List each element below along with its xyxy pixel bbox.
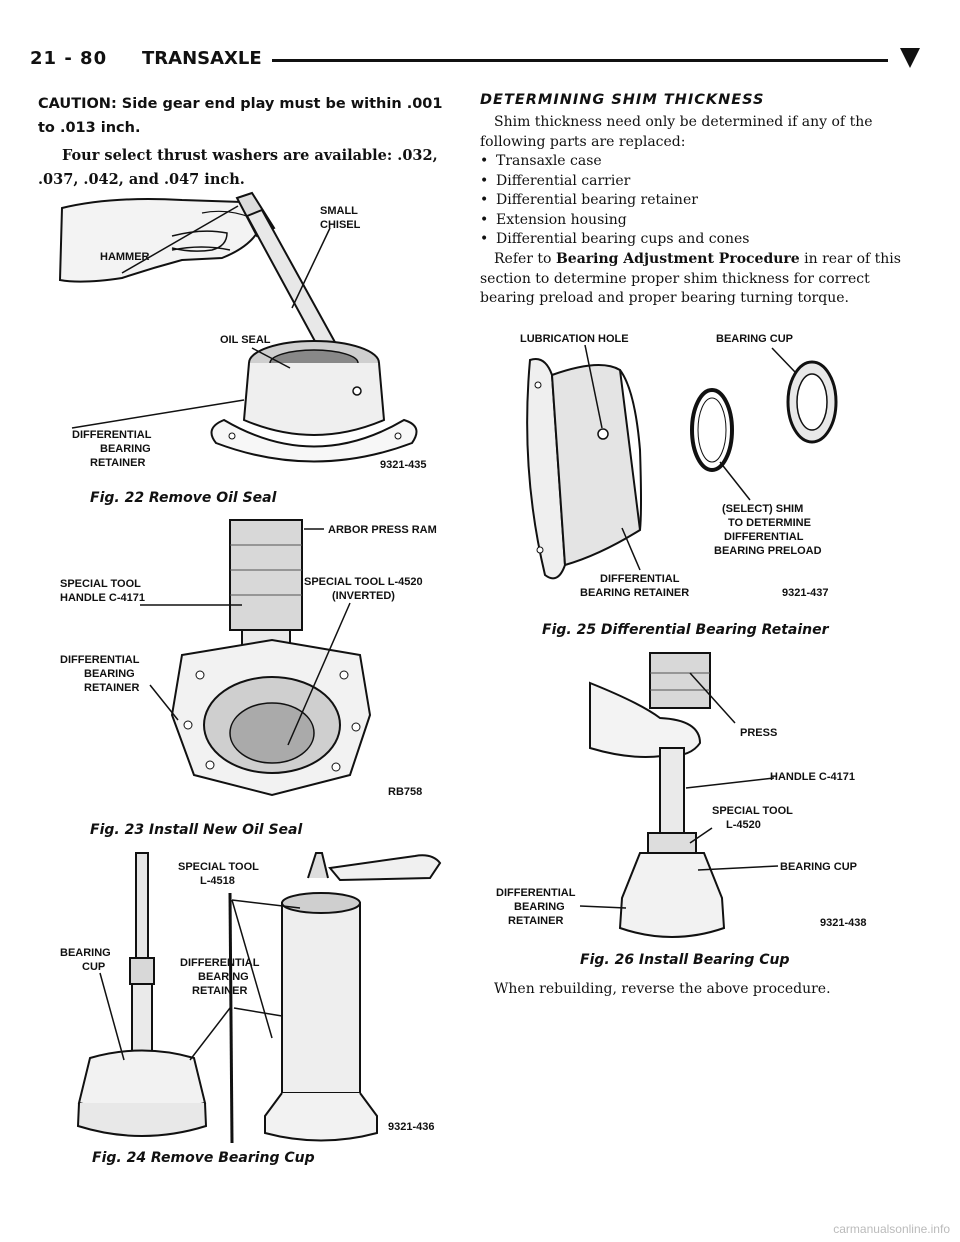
- figure-24-remove-bearing-cup: SPECIAL TOOL L-4518 BEARING CUP DIFFEREN…: [60, 848, 455, 1143]
- figure-23-install-new-oil-seal: ARBOR PRESS RAM SPECIAL TOOL HANDLE C-41…: [60, 515, 455, 805]
- figure-26-install-bearing-cup: PRESS HANDLE C-4171 SPECIAL TOOL L-4520 …: [490, 648, 910, 943]
- figure-24-caption: Fig. 24 Remove Bearing Cup: [92, 1150, 315, 1166]
- figure-26-caption: Fig. 26 Install Bearing Cup: [580, 952, 790, 968]
- label-arbor-press-ram: ARBOR PRESS RAM: [328, 524, 437, 536]
- bearing-cup-removal-illustration: SPECIAL TOOL L-4518 BEARING CUP DIFFEREN…: [60, 852, 442, 1143]
- label-bearing-2: BEARING: [198, 971, 249, 983]
- section-heading: DETERMINING SHIM THICKNESS: [480, 92, 765, 108]
- label-bearing: BEARING: [60, 947, 111, 959]
- label-retainer: RETAINER: [508, 915, 563, 927]
- label-handle-c4171: HANDLE C-4171: [60, 592, 145, 604]
- label-bearing-cup: BEARING CUP: [780, 861, 857, 873]
- label-figure-code: 9321-438: [820, 917, 867, 929]
- label-bearing-preload: BEARING PRELOAD: [714, 545, 822, 557]
- label-special-tool: SPECIAL TOOL: [60, 578, 141, 590]
- label-l4518: L-4518: [200, 875, 235, 887]
- list-item: •Differential carrier: [480, 172, 631, 189]
- chrysler-pentastar-icon: [900, 48, 920, 68]
- label-chisel: CHISEL: [320, 219, 361, 231]
- list-item: •Differential bearing retainer: [480, 192, 698, 208]
- label-oil-seal: OIL SEAL: [220, 334, 271, 346]
- list-item: •Differential bearing cups and cones: [480, 231, 750, 247]
- bearing-cup-install-illustration: PRESS HANDLE C-4171 SPECIAL TOOL L-4520 …: [496, 652, 867, 938]
- label-press: PRESS: [740, 727, 777, 739]
- label-retainer: RETAINER: [84, 682, 139, 694]
- bearing-adjustment-reference: Bearing Adjustment Procedure: [555, 251, 800, 267]
- label-inverted: (INVERTED): [332, 590, 395, 602]
- label-differential-2: DIFFERENTIAL: [600, 573, 680, 585]
- refer-paragraph: Refer to Bearing Adjustment Procedure in…: [480, 251, 901, 306]
- label-cup: CUP: [82, 961, 105, 973]
- watermark: carmanualsonline.info: [833, 1222, 950, 1236]
- label-retainer: RETAINER: [90, 457, 145, 469]
- label-lubrication-hole: LUBRICATION HOLE: [520, 333, 629, 345]
- closing-paragraph: When rebuilding, reverse the above proce…: [494, 981, 831, 997]
- list-item: •Transaxle case: [480, 153, 602, 169]
- label-l4520: L-4520: [726, 819, 761, 831]
- label-figure-code: 9321-436: [388, 1121, 435, 1133]
- figure-25-differential-bearing-retainer: LUBRICATION HOLE BEARING CUP (SELECT) SH…: [490, 330, 910, 615]
- label-special-tool: SPECIAL TOOL: [178, 861, 259, 873]
- label-differential: DIFFERENTIAL: [180, 957, 260, 969]
- label-differential: DIFFERENTIAL: [724, 531, 804, 543]
- label-bearing: BEARING: [84, 668, 135, 680]
- header-rule: [272, 59, 888, 62]
- label-special-tool-l4520: SPECIAL TOOL L-4520: [304, 576, 423, 588]
- label-hammer: HAMMER: [100, 251, 150, 263]
- figure-25-caption: Fig. 25 Differential Bearing Retainer: [542, 622, 829, 638]
- label-select-shim: (SELECT) SHIM: [722, 503, 803, 515]
- label-figure-code: 9321-437: [782, 587, 829, 599]
- label-special-tool: SPECIAL TOOL: [712, 805, 793, 817]
- figure-23-caption: Fig. 23 Install New Oil Seal: [90, 822, 303, 838]
- intro-paragraph: Shim thickness need only be determined i…: [480, 114, 873, 150]
- label-bearing: BEARING: [514, 901, 565, 913]
- list-item: •Extension housing: [480, 211, 627, 228]
- label-bearing-retainer: BEARING RETAINER: [580, 587, 689, 599]
- label-handle-c4171: HANDLE C-4171: [770, 771, 855, 783]
- page-number: 21 - 80: [30, 48, 108, 69]
- oil-seal-install-illustration: ARBOR PRESS RAM SPECIAL TOOL HANDLE C-41…: [60, 519, 437, 798]
- bearing-retainer-illustration: LUBRICATION HOLE BEARING CUP (SELECT) SH…: [520, 333, 838, 599]
- label-figure-code: RB758: [388, 786, 422, 798]
- label-figure-code: 9321-435: [380, 459, 427, 471]
- thrust-washer-note: Four select thrust washers are available…: [38, 147, 438, 188]
- figure-22-remove-oil-seal: HAMMER SMALL CHISEL OIL SEAL DIFFERENTIA…: [52, 188, 452, 483]
- page-header: 21 - 80 TRANSAXLE: [30, 44, 930, 74]
- label-to-determine: TO DETERMINE: [728, 517, 811, 529]
- label-retainer: RETAINER: [192, 985, 247, 997]
- caution-note: CAUTION: Side gear end play must be with…: [38, 96, 443, 136]
- label-bearing-cup: BEARING CUP: [716, 333, 793, 345]
- label-differential: DIFFERENTIAL: [496, 887, 576, 899]
- section-title: TRANSAXLE: [142, 48, 262, 69]
- label-bearing: BEARING: [100, 443, 151, 455]
- label-differential: DIFFERENTIAL: [60, 654, 140, 666]
- label-small: SMALL: [320, 205, 358, 217]
- figure-22-caption: Fig. 22 Remove Oil Seal: [90, 490, 277, 506]
- label-differential: DIFFERENTIAL: [72, 429, 152, 441]
- replaced-parts-list: •Transaxle case •Differential carrier •D…: [480, 152, 920, 250]
- oil-seal-removal-illustration: HAMMER SMALL CHISEL OIL SEAL DIFFERENTIA…: [58, 191, 427, 471]
